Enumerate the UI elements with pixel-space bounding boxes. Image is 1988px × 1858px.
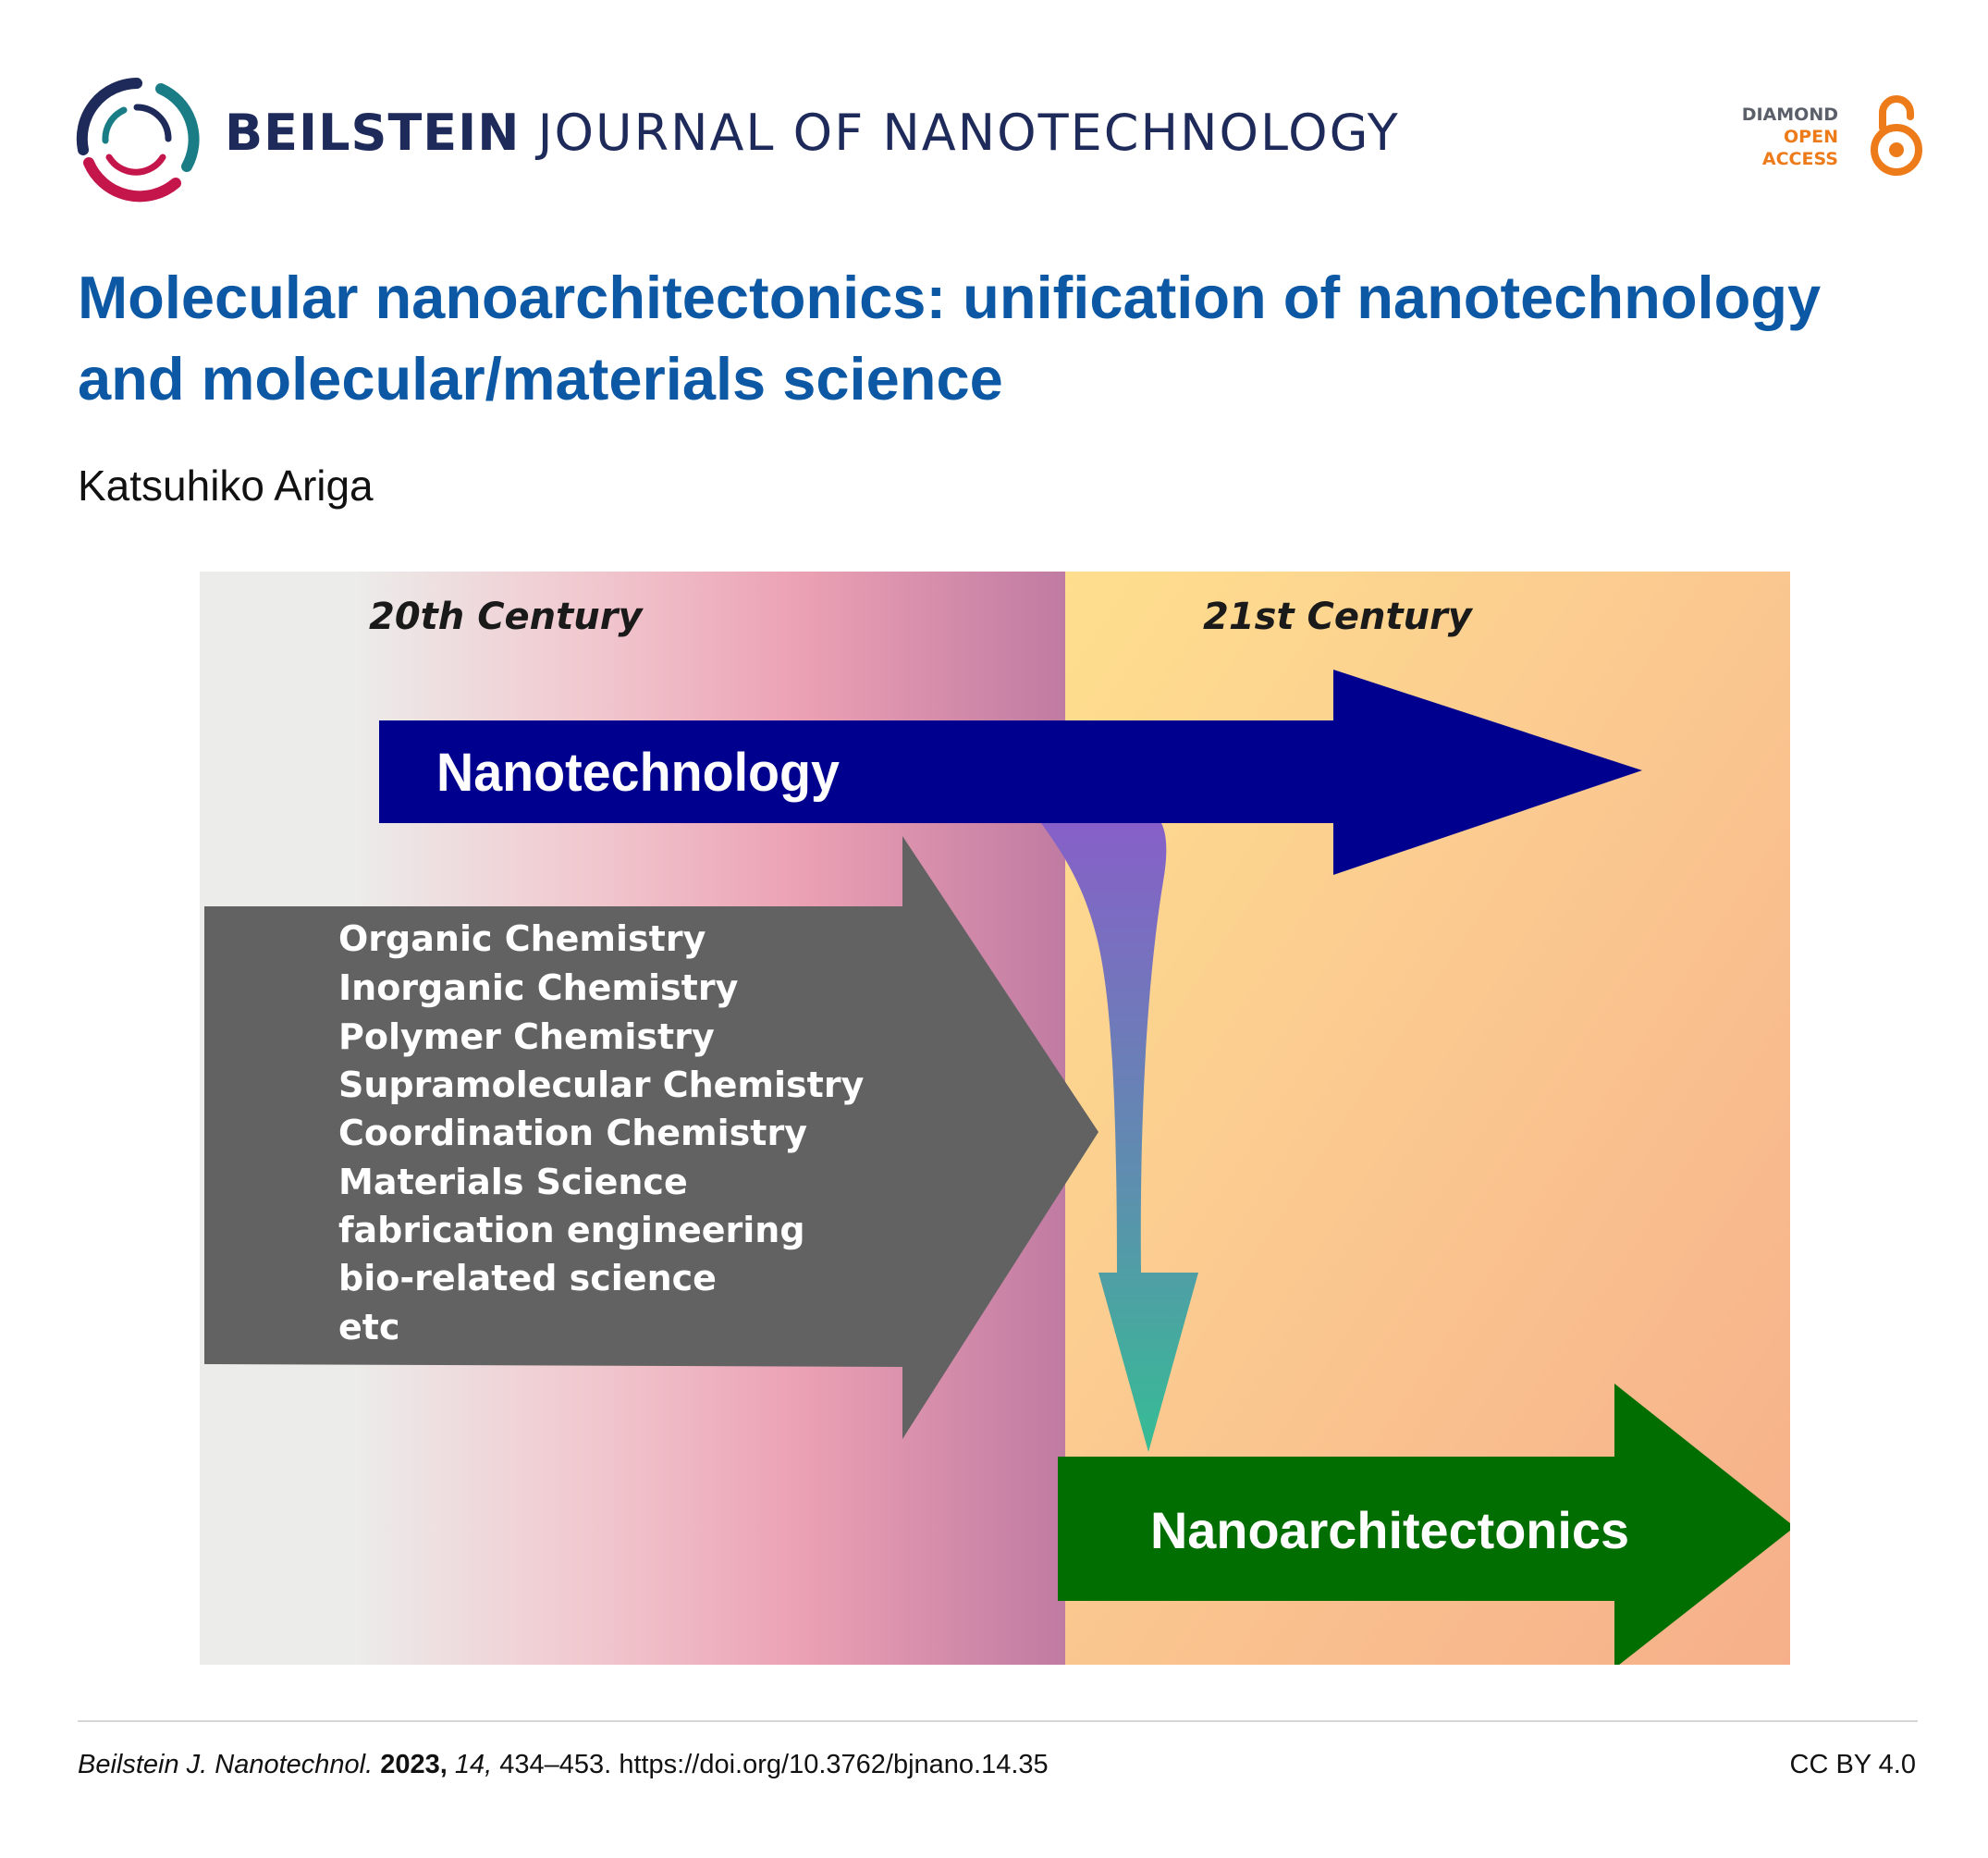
nanotechnology-label: Nanotechnology bbox=[436, 743, 840, 803]
citation-pages: 434–453. bbox=[499, 1750, 612, 1779]
citation: Beilstein J. Nanotechnol. 2023, 14, 434–… bbox=[78, 1750, 1049, 1780]
nanoarchitectonics-label: Nanoarchitectonics bbox=[1150, 1501, 1629, 1559]
badge-line-open: OPEN bbox=[1784, 127, 1838, 147]
discipline-materials-science: Materials Science bbox=[338, 1162, 688, 1202]
license-label: CC BY 4.0 bbox=[1789, 1750, 1916, 1779]
doi-link[interactable]: https://doi.org/10.3762/bjnano.14.35 bbox=[619, 1750, 1049, 1779]
journal-name-rest: JOURNAL OF NANOTECHNOLOGY bbox=[537, 104, 1400, 162]
citation-year: 2023, bbox=[380, 1750, 448, 1779]
discipline-polymer-chemistry: Polymer Chemistry bbox=[338, 1016, 715, 1057]
journal-name-bold: BEILSTEIN bbox=[225, 104, 521, 162]
article-author: Katsuhiko Ariga bbox=[78, 461, 374, 510]
beilstein-logo-icon bbox=[76, 78, 200, 203]
discipline-supramolecular-chemistry: Supramolecular Chemistry bbox=[338, 1064, 865, 1105]
footer-divider bbox=[78, 1720, 1918, 1722]
graphical-abstract-figure: 20th Century 21st Century Nanotechnology… bbox=[200, 572, 1790, 1665]
discipline-bio-related-science: bio-related science bbox=[338, 1258, 717, 1298]
citation-journal: Beilstein J. Nanotechnol. bbox=[78, 1750, 374, 1779]
citation-volume: 14, bbox=[454, 1750, 493, 1779]
discipline-organic-chemistry: Organic Chemistry bbox=[338, 918, 706, 959]
nanotechnology-arrow bbox=[379, 670, 1642, 875]
diamond-open-access-badge: DIAMOND OPEN ACCESS bbox=[1729, 91, 1923, 183]
discipline-etc: etc bbox=[338, 1307, 399, 1347]
badge-line-access: ACCESS bbox=[1761, 149, 1838, 169]
journal-name: BEILSTEIN JOURNAL OF NANOTECHNOLOGY bbox=[225, 104, 1400, 162]
discipline-inorganic-chemistry: Inorganic Chemistry bbox=[338, 967, 739, 1008]
disciplines-list: Organic Chemistry Inorganic Chemistry Po… bbox=[338, 918, 865, 1347]
open-lock-icon bbox=[1871, 95, 1922, 176]
graphical-abstract-svg: 20th Century 21st Century Nanotechnology… bbox=[200, 572, 1790, 1665]
nanoarchitectonics-arrow bbox=[1058, 1384, 1790, 1665]
disciplines-arrow bbox=[204, 836, 1098, 1439]
flow-curve-arrow bbox=[1041, 823, 1198, 1452]
badge-line-diamond: DIAMOND bbox=[1741, 105, 1838, 125]
journal-header: BEILSTEIN JOURNAL OF NANOTECHNOLOGY DIAM… bbox=[0, 0, 1988, 213]
discipline-fabrication-engineering: fabrication engineering bbox=[338, 1210, 805, 1250]
era-label-20th-century: 20th Century bbox=[369, 596, 644, 638]
discipline-coordination-chemistry: Coordination Chemistry bbox=[338, 1113, 807, 1153]
era-label-21st-century: 21st Century bbox=[1203, 596, 1474, 638]
article-title: Molecular nanoarchitectonics: unificatio… bbox=[78, 264, 1822, 412]
